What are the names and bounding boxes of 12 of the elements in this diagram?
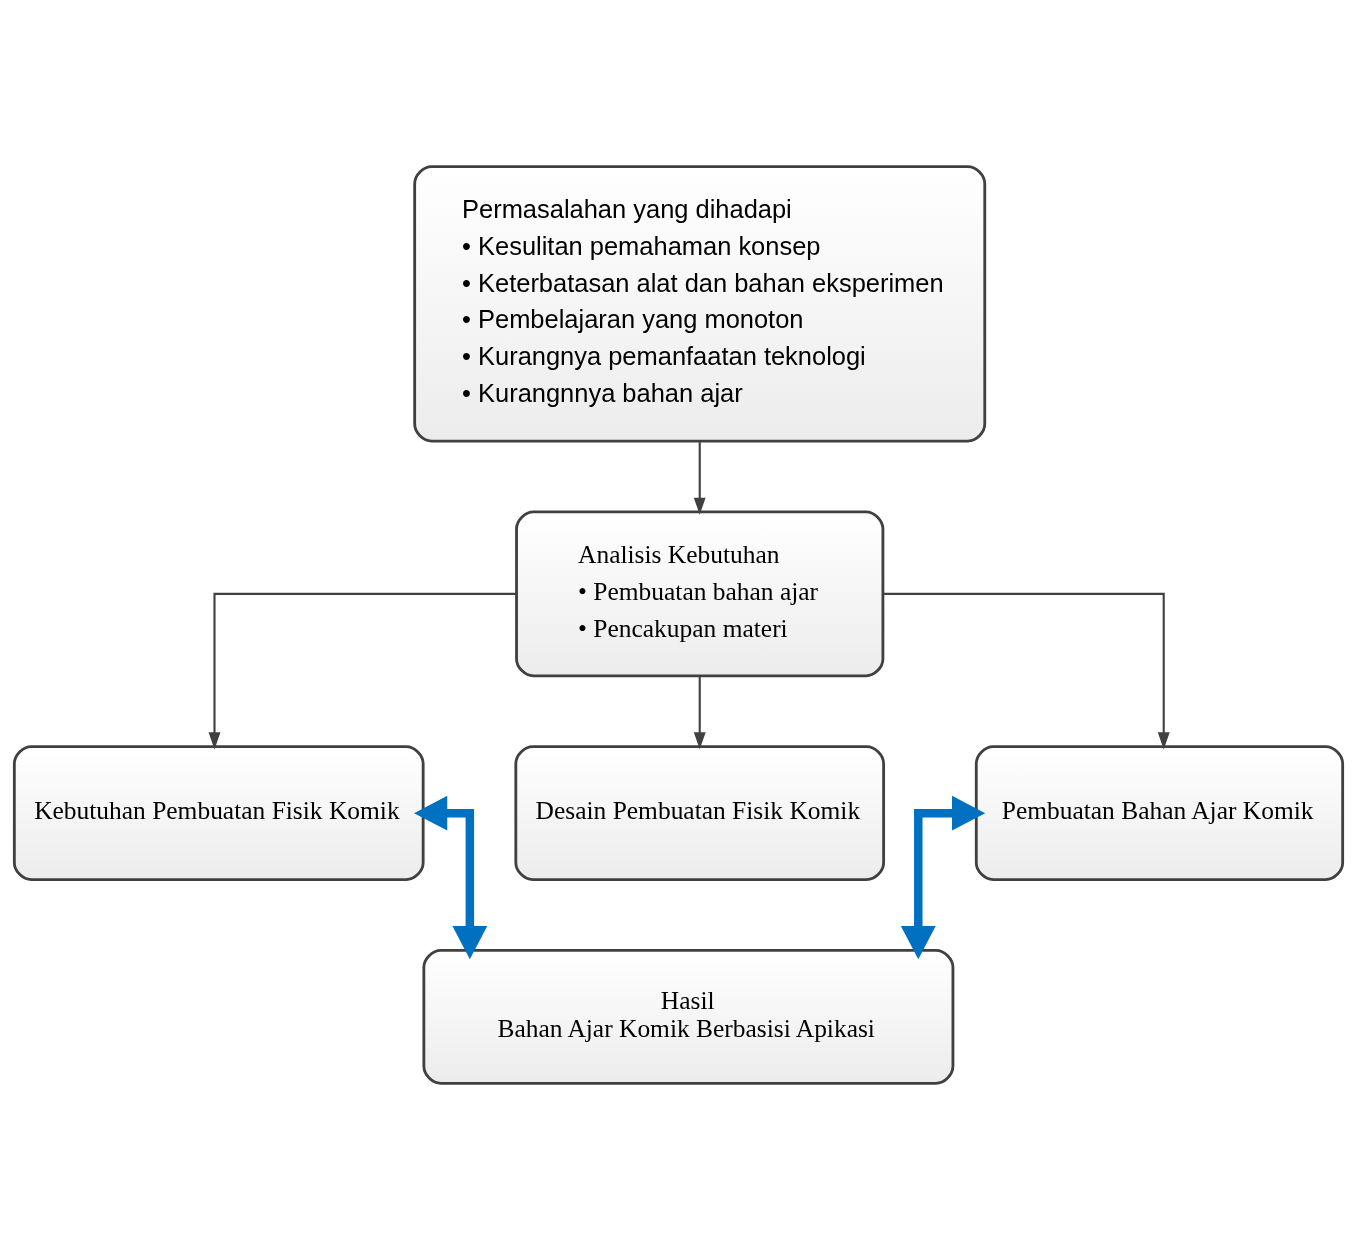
arrow [208,592,517,750]
node-box: Permasalahan yang dihadapi • Kesulitan pemahaman konsep • Keterbatasan alat dan bahan eksperimen • Pembelajaran yang monoton • Kurangnya pemanfaatan teknologi • Kurangnnya bahan ajar [413,165,987,443]
node-box: Pembuatan Bahan Ajar Komik [974,745,1345,882]
arrow [693,441,706,515]
node-box: Kebutuhan Pembuatan Fisik Komik [12,745,425,882]
node-box: Desain Pembuatan Fisik Komik [514,745,886,882]
arrow [883,592,1170,750]
node-box: Analisis Kebutuhan • Pembuatan bahan ajar • Pencakupan materi [515,510,885,678]
arrow [900,795,986,960]
arrow [693,676,706,750]
arrow [414,795,488,960]
node-box: Hasil Bahan Ajar Komik Berbasisi Apikasi [422,948,955,1085]
